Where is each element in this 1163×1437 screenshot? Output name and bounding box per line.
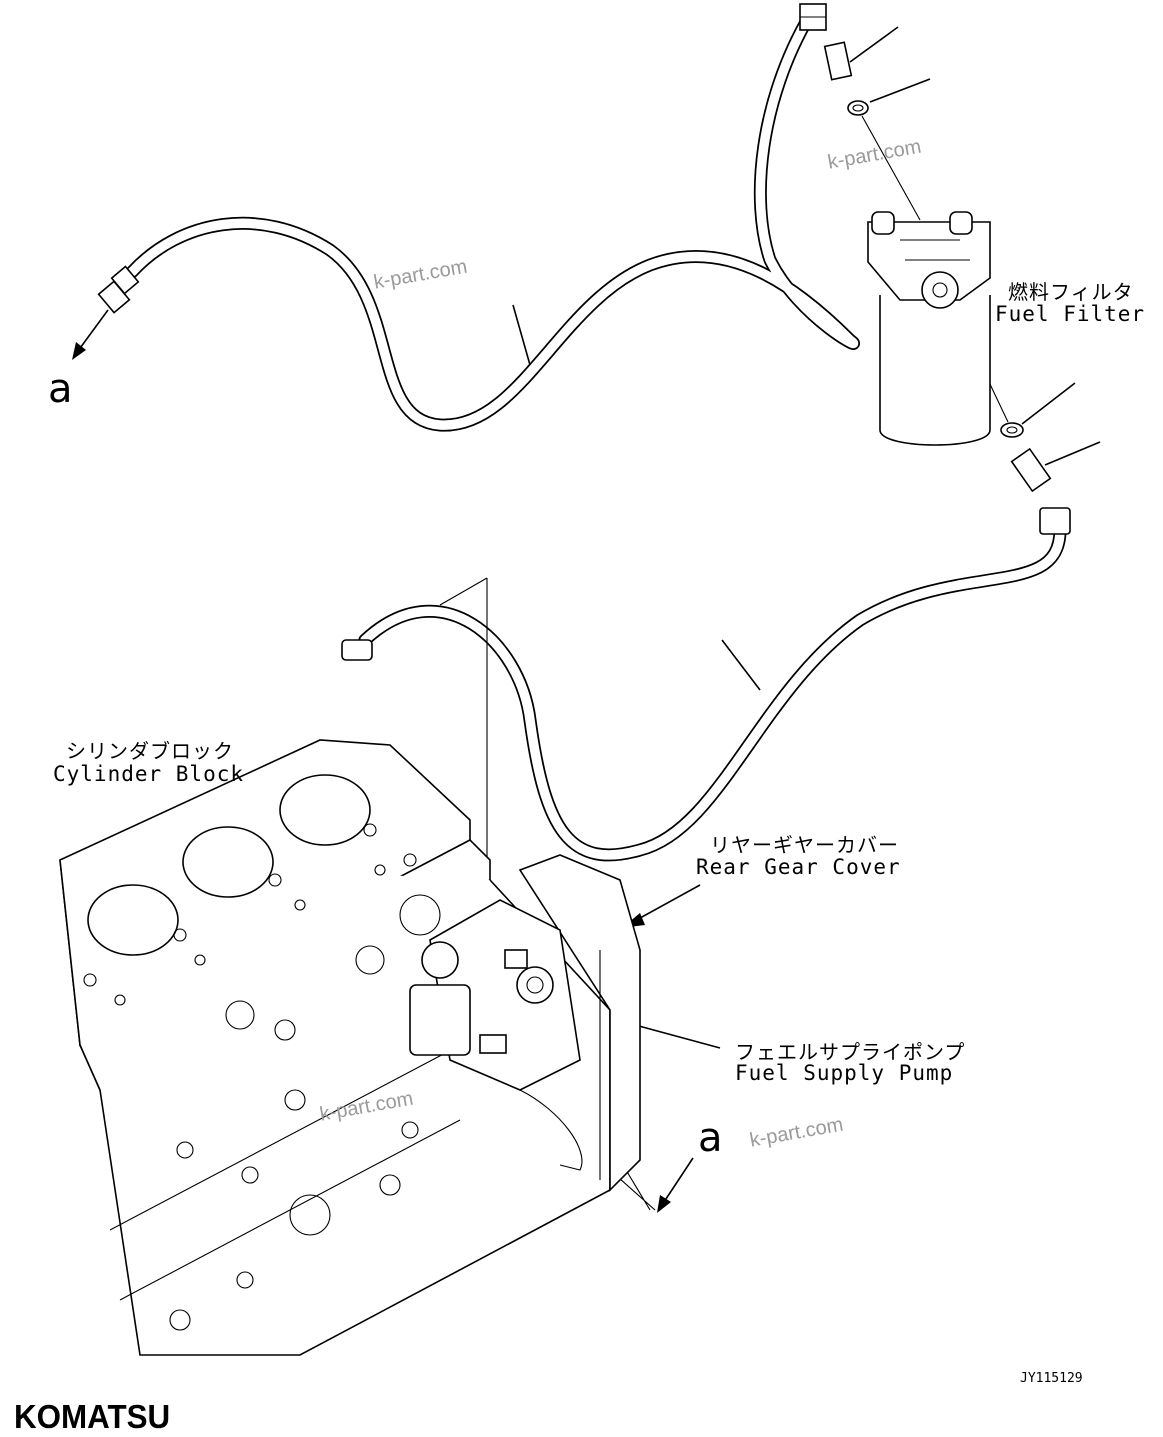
- reference-arrow-left: [72, 309, 109, 360]
- fuel-supply-pump-label-jp: フェエルサプライポンプ: [735, 1040, 966, 1064]
- upper-hose-top-fitting: [799, 3, 827, 31]
- routing-lines: [439, 577, 656, 1211]
- cylinder-bore-1: [87, 884, 179, 956]
- o-ring-top: [847, 78, 931, 221]
- fuel-filter-label-jp: 燃料フィルタ: [1008, 280, 1134, 304]
- reference-label-left: a: [48, 366, 73, 412]
- cylinder-block-label-en: Cylinder Block: [53, 762, 245, 786]
- upper-hose-left-fitting: [97, 265, 140, 314]
- lower-hose-pump-fitting: [341, 639, 373, 661]
- fuel-filter-body: [867, 211, 991, 446]
- reference-label-right: a: [698, 1115, 723, 1161]
- upper-fuel-hose: [125, 8, 860, 432]
- komatsu-logo: KOMATSU: [14, 1398, 171, 1435]
- leader-upper-hose: [512, 304, 531, 366]
- reference-arrow-right: [657, 1157, 694, 1213]
- rear-gear-cover-label-jp: リヤーギヤーカバー: [710, 833, 899, 857]
- elbow-fitting-bottom: [1010, 441, 1101, 493]
- fuel-supply-pump-label-en: Fuel Supply Pump: [735, 1061, 954, 1085]
- cylinder-block-label-jp: シリンダブロック: [66, 739, 234, 763]
- cylinder-bore-2: [182, 826, 274, 898]
- cylinder-bore-3: [279, 774, 371, 846]
- elbow-fitting-top: [823, 26, 899, 81]
- drawing-code: JY115129: [1020, 1371, 1083, 1386]
- fuel-supply-pump: [409, 899, 583, 1171]
- leader-lower-hose: [721, 639, 761, 691]
- rear-gear-cover-label-en: Rear Gear Cover: [696, 855, 901, 879]
- fuel-filter-label-en: Fuel Filter: [995, 302, 1146, 326]
- lower-fuel-hose: [358, 523, 1067, 862]
- lower-hose-filter-fitting: [1039, 507, 1071, 535]
